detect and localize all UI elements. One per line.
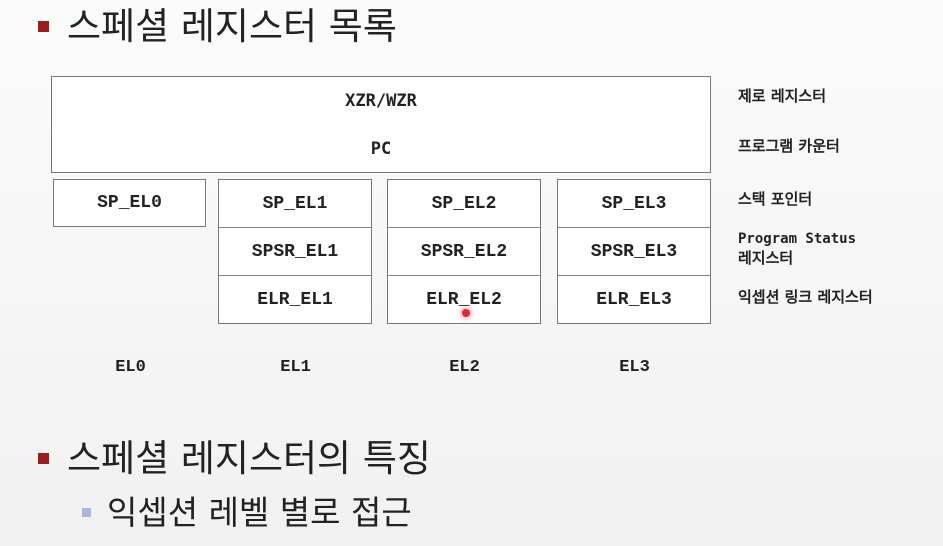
el1-label: EL1	[280, 358, 311, 377]
el3-register-column: SP_EL3 SPSR_EL3 ELR_EL3	[557, 179, 711, 324]
elr-el3-cell: ELR_EL3	[596, 289, 672, 310]
sp-el0-label: SP_EL0	[97, 193, 162, 213]
spsr-el3-cell: SPSR_EL3	[558, 228, 710, 276]
side-label-program-status: Program Status	[738, 231, 857, 247]
side-label-exception-link-register: 익셉션 링크 레지스터	[738, 288, 873, 306]
sub-bullet-text: 익셉션 레벨 별로 접근	[107, 493, 412, 532]
side-label-zero-register: 제로 레지스터	[738, 87, 827, 105]
zero-register-box: XZR/WZR	[51, 76, 711, 126]
side-label-program-counter: 프로그램 카운터	[738, 137, 840, 155]
side-label-stack-pointer: 스택 포인터	[738, 190, 813, 208]
el2-label: EL2	[449, 358, 480, 377]
sp-el0-box: SP_EL0	[53, 179, 206, 227]
sub-bullet-square-icon	[82, 508, 91, 517]
el3-label: EL3	[619, 358, 650, 377]
el0-label: EL0	[115, 358, 146, 377]
heading-text: 스페셜 레지스터의 특징	[67, 437, 431, 480]
sub-bullet-item: 익셉션 레벨 별로 접근	[82, 496, 412, 529]
pc-register-label: PC	[370, 138, 392, 159]
spsr-el1-cell: SPSR_EL1	[219, 228, 371, 276]
elr-el1-cell: ELR_EL1	[257, 289, 333, 310]
bullet-square-icon	[38, 453, 49, 464]
zero-register-label: XZR/WZR	[345, 91, 417, 111]
pointer-cursor-icon	[462, 309, 470, 317]
pc-register-box: PC	[51, 125, 711, 173]
el2-register-column: SP_EL2 SPSR_EL2 ELR_EL2	[387, 179, 541, 324]
sp-el3-cell: SP_EL3	[558, 180, 710, 228]
sp-el1-cell: SP_EL1	[219, 180, 371, 228]
heading-register-list: 스페셜 레지스터 목록	[38, 8, 397, 45]
sp-el2-cell: SP_EL2	[388, 180, 540, 228]
side-label-program-status-register: 레지스터	[738, 249, 794, 267]
spsr-el2-cell: SPSR_EL2	[388, 228, 540, 276]
heading-register-features: 스페셜 레지스터의 특징	[38, 440, 431, 477]
el1-register-column: SP_EL1 SPSR_EL1 ELR_EL1	[218, 179, 372, 324]
heading-text: 스페셜 레지스터 목록	[67, 5, 397, 48]
elr-el2-cell: ELR_EL2	[426, 289, 502, 310]
bullet-square-icon	[38, 21, 49, 32]
